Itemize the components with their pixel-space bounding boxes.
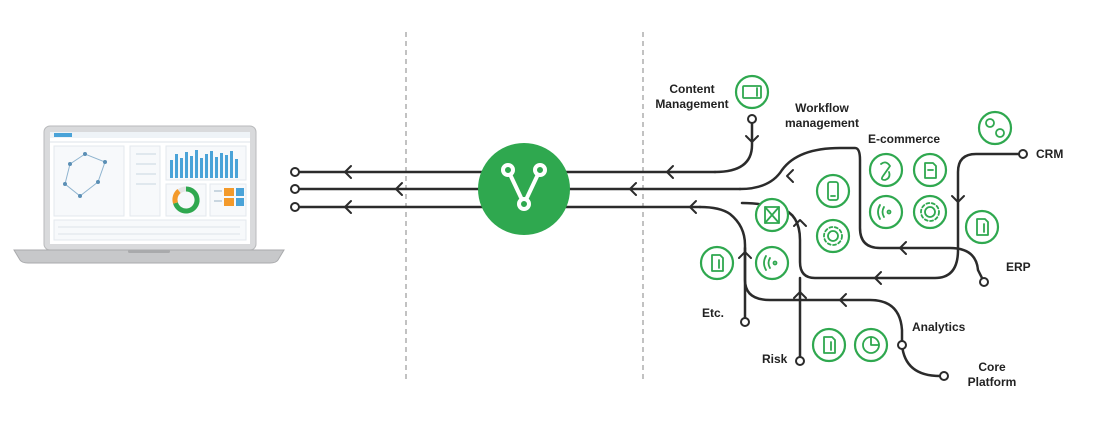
laptop-dashboard-image [13, 125, 285, 264]
content-management-path [713, 122, 754, 174]
wifi-node-icon [754, 245, 790, 281]
core-platform-path [900, 343, 942, 378]
label-crm: CRM [1036, 147, 1064, 161]
phone-node-icon [815, 173, 851, 209]
document-node-icon-left [699, 245, 735, 281]
label-content-management: Content Management [655, 82, 729, 111]
label-core-platform: Core Platform [967, 360, 1017, 389]
label-workflow-management: Workflow management [784, 101, 860, 130]
display-node-icon [734, 74, 770, 110]
label-erp: ERP [1006, 260, 1031, 274]
label-analytics: Analytics [912, 320, 966, 334]
label-ecommerce: E-commerce [868, 132, 941, 146]
wifi-node-icon-ecommerce [868, 194, 904, 230]
label-risk: Risk [762, 352, 788, 366]
link-node-icon [868, 152, 904, 188]
label-etc: Etc. [702, 306, 725, 320]
workflow-path [738, 146, 984, 280]
gear-node-icon-ecommerce [912, 194, 948, 230]
document-node-icon-erp [964, 209, 1000, 245]
v-logo-icon [501, 163, 547, 211]
gear-node-icon [815, 218, 851, 254]
gears-node-icon [977, 110, 1013, 146]
document-node-icon-risk [811, 327, 847, 363]
hub-node [478, 143, 570, 235]
